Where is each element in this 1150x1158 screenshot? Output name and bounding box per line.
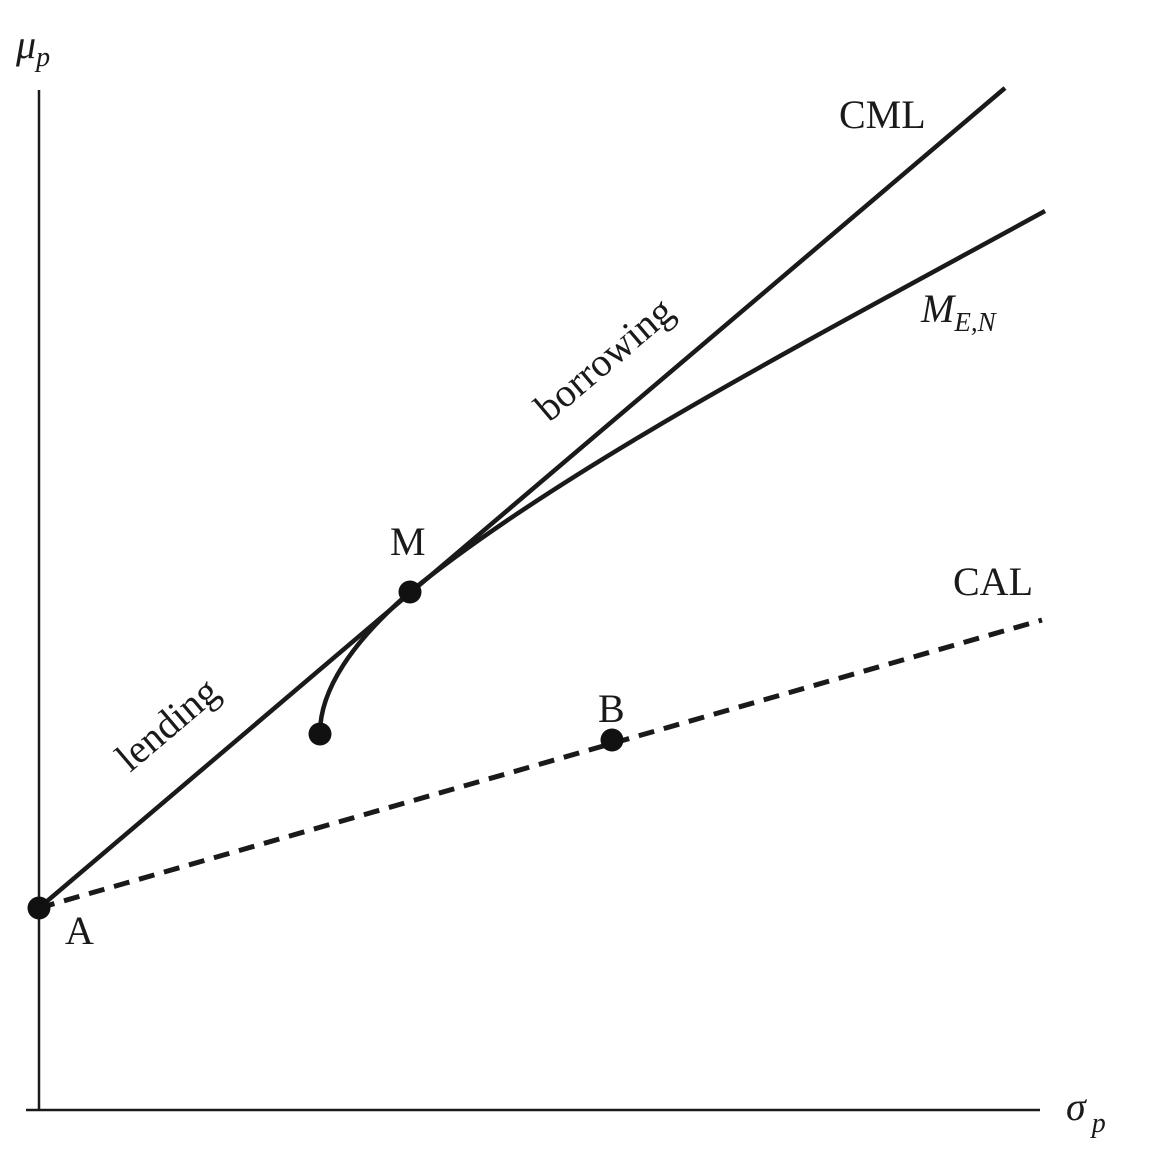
point-a <box>27 896 51 920</box>
cal-label: CAL <box>953 559 1033 604</box>
point-b <box>600 728 624 752</box>
frontier-endpoint <box>308 722 332 746</box>
y-axis-label: μp <box>15 22 50 73</box>
point-m <box>398 580 422 604</box>
cml-label: CML <box>839 92 926 137</box>
capital-market-line <box>37 86 1007 910</box>
capital-allocation-line <box>38 617 1043 911</box>
point-m-label: M <box>390 519 426 564</box>
point-b-label: B <box>598 686 625 731</box>
efficient-frontier-curve <box>317 209 1047 734</box>
point-a-label: A <box>65 908 94 953</box>
borrowing-label: borrowing <box>526 288 682 430</box>
frontier-label: ME,N <box>920 286 998 337</box>
